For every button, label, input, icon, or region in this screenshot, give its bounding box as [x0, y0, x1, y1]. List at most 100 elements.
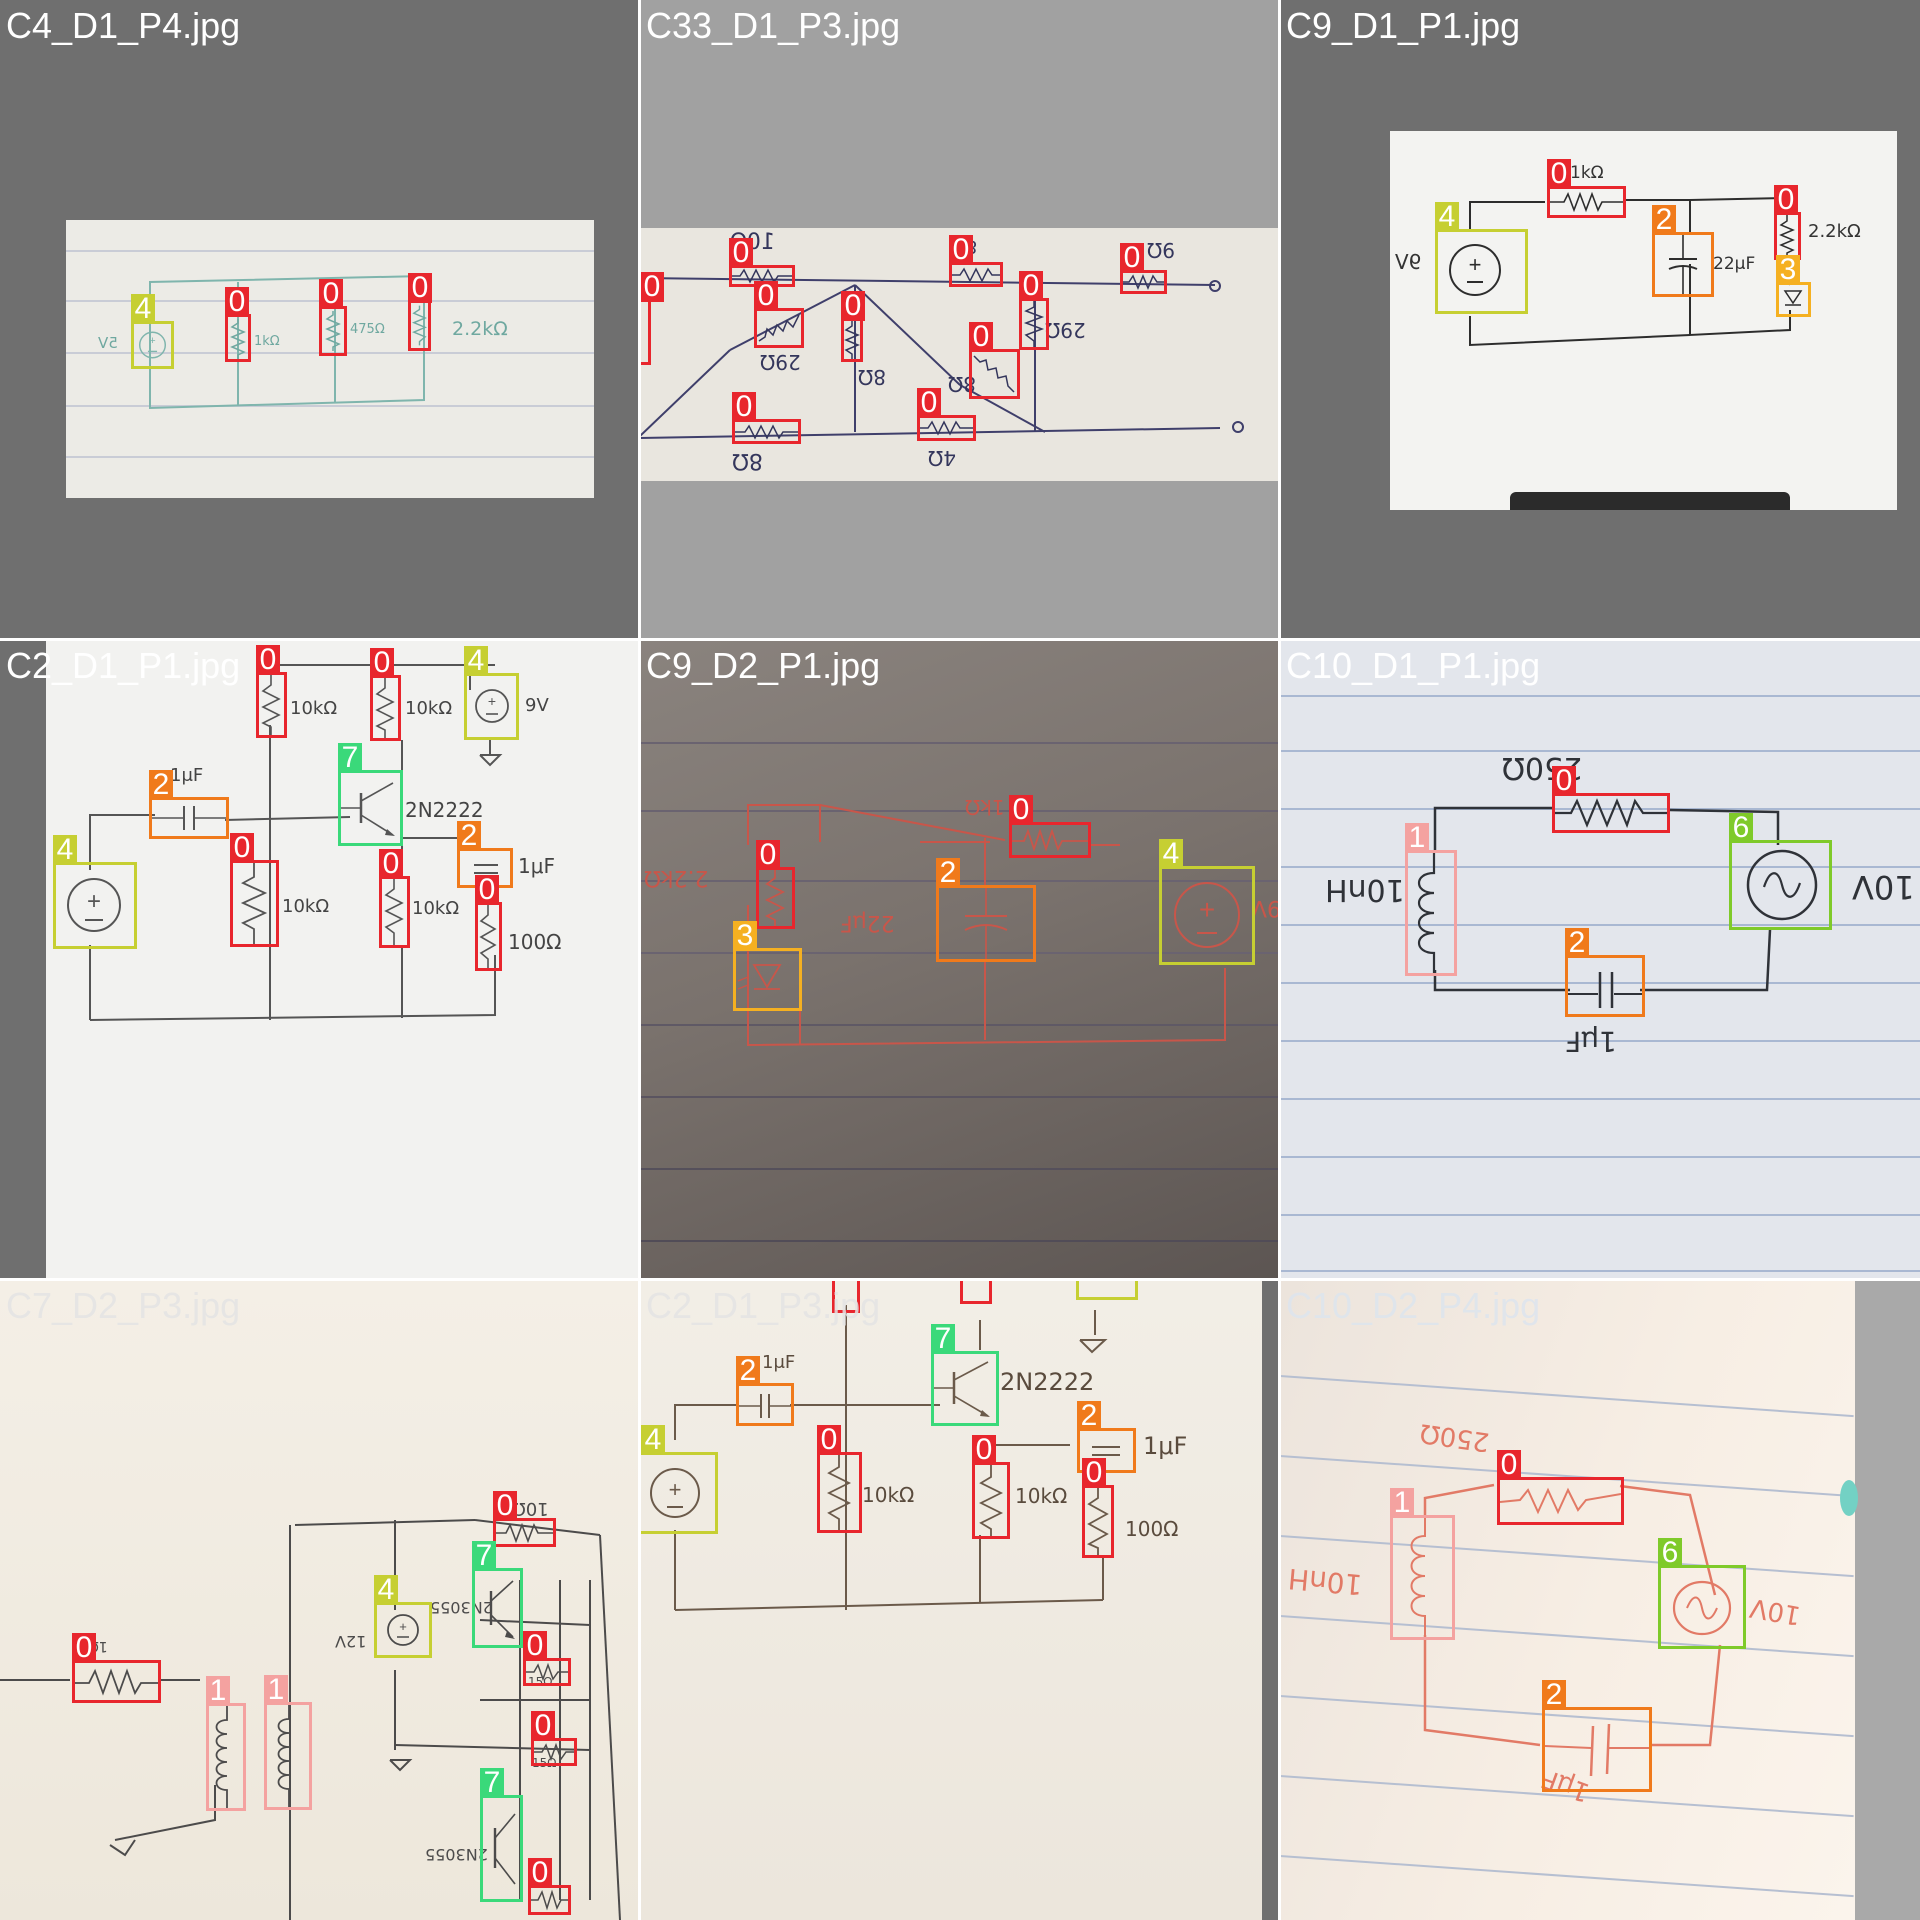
detection-class-label: 6: [1658, 1538, 1682, 1568]
detection-box: 1: [264, 1675, 312, 1810]
tile-filename: C10_D1_P1.jpg: [1286, 645, 1541, 686]
detection-class-label: 2: [1565, 928, 1589, 958]
handwritten-label: 10kΩ: [282, 896, 330, 917]
detection-class-label: 0: [1120, 243, 1144, 273]
handwritten-label: 100Ω: [1125, 1517, 1179, 1541]
circuit-wires: [640, 277, 1244, 439]
detection-box: 7: [480, 1768, 523, 1902]
circuit-wires: [674, 1305, 1108, 1611]
grid-divider: [0, 638, 1920, 641]
detection-class-label: 4: [53, 835, 77, 865]
svg-text:+: +: [399, 1619, 407, 1634]
circuit-wires: [1469, 196, 1791, 347]
handwritten-label: 10Ω: [512, 1498, 549, 1519]
detection-box: 4 +: [53, 835, 137, 949]
detection-box: 0: [960, 1280, 992, 1304]
tile-c4-d1-p4: C4_D1_P4.jpg 5V 1kΩ 475Ω 2.2kΩ 4 + 0 0 0: [0, 0, 640, 640]
detection-class-label: 0: [72, 1633, 96, 1663]
detection-class-label: 4: [464, 646, 488, 676]
tile-filename: C7_D2_P3.jpg: [6, 1285, 241, 1326]
detection-class-label: 1: [264, 1675, 288, 1705]
detection-class-label: 0: [475, 875, 499, 905]
handwritten-label: 29Ω: [760, 350, 801, 374]
detection-class-label: 1: [206, 1676, 230, 1706]
tile-filename: C2_D1_P1.jpg: [6, 645, 241, 686]
detection-box: 0: [754, 281, 804, 348]
detection-class-label: 0: [379, 849, 403, 879]
detection-class-label: 0: [523, 1631, 547, 1661]
detection-box: 2: [149, 770, 229, 839]
detection-box: 2: [736, 1356, 794, 1426]
detection-box: 4 +: [131, 294, 174, 369]
handwritten-label: 10kΩ: [412, 898, 460, 919]
detection-box: 2: [936, 858, 1036, 962]
detection-box: 0: [1009, 795, 1091, 858]
detection-box: 3: [733, 921, 802, 1011]
detection-class-label: 0: [1009, 795, 1033, 825]
tile-c2-d1-p3: C2_D1_P3.jpg 1μF 2N2222 1μF 10kΩ 10kΩ 10…: [640, 1280, 1280, 1920]
handwritten-label: 22μF: [840, 910, 895, 935]
grid-divider: [0, 1278, 1920, 1281]
handwritten-label: 5V: [98, 334, 118, 352]
detection-box: 0: [493, 1491, 556, 1547]
paper-sheet: [1280, 1280, 1855, 1920]
detection-class-label: 6: [1729, 813, 1753, 843]
handwritten-label: 1μF: [1143, 1432, 1188, 1460]
detection-box: 4: [1076, 1280, 1138, 1300]
handwritten-label: 29Ω: [1045, 318, 1086, 342]
detection-class-label: 2: [457, 821, 481, 851]
tile-c2-d1-p1: C2_D1_P1.jpg 10kΩ 10kΩ 9V 1μF 2N2222 1μF…: [0, 640, 640, 1280]
detection-box: 0: [370, 648, 401, 741]
handwritten-label: 2.2kΩ: [452, 318, 508, 340]
detection-class-label: 4: [131, 294, 155, 324]
paper-sheet: [640, 1280, 1262, 1920]
detection-class-label: 0: [531, 1711, 555, 1741]
detection-class-label: 0: [917, 388, 941, 418]
detection-class-label: 2: [1652, 205, 1676, 235]
detection-class-label: 0: [732, 392, 756, 422]
handwritten-label: 1μF: [1565, 1025, 1617, 1058]
circuit-wires: [0, 1519, 621, 1920]
detection-box: 0: [756, 840, 795, 929]
detection-box: 0: [841, 291, 865, 362]
tile-filename: C33_D1_P3.jpg: [646, 5, 901, 46]
detection-class-label: 2: [1077, 1401, 1101, 1431]
detection-box: 2: [1077, 1401, 1136, 1473]
handwritten-label: 12V: [335, 1632, 367, 1651]
detection-class-label: 0: [640, 272, 664, 302]
detection-box: 0: [1552, 766, 1670, 833]
detection-class-label: 3: [733, 921, 757, 951]
detection-box: 0: [72, 1633, 161, 1703]
grid-divider: [1278, 0, 1281, 1920]
detection-box: 7: [931, 1324, 999, 1426]
detection-box: 2: [1542, 1680, 1652, 1792]
detection-class-label: 0: [256, 645, 280, 675]
handwritten-label: 2N3055: [425, 1845, 488, 1864]
detection-class-label: 4: [374, 1575, 398, 1605]
detection-class-label: 0: [370, 648, 394, 678]
detection-box: 0: [319, 279, 347, 356]
detection-box: 0: [230, 833, 279, 947]
circuit-wires: [747, 804, 1226, 1047]
detection-class-label: 2: [736, 1356, 760, 1386]
handwritten-label: 2N2222: [1000, 1368, 1095, 1396]
detection-class-label: 3: [1776, 255, 1800, 285]
tile-filename: C9_D1_P1.jpg: [1286, 5, 1521, 46]
detection-class-label: 7: [472, 1541, 496, 1571]
tile-filename: C9_D2_P1.jpg: [646, 645, 881, 686]
detection-box: 4 +: [374, 1575, 432, 1658]
detection-box: 0: [379, 849, 410, 948]
detection-box: 4 +: [1159, 839, 1255, 965]
tile-c7-d2-p3: C7_D2_P3.jpg 10Ω 12V 2N3055 15Ω 15Ω 1Ω 2…: [0, 1280, 640, 1920]
detection-box: 0: [1547, 159, 1626, 218]
detection-class-label: 4: [1159, 839, 1183, 869]
detection-box: 0: [475, 875, 502, 971]
circuit-wires: [1433, 806, 1780, 992]
handwritten-label: 475Ω: [350, 322, 385, 337]
handwritten-label: 22μF: [1713, 254, 1756, 274]
detection-box: 1: [1405, 823, 1457, 976]
handwritten-label: 100Ω: [508, 930, 562, 954]
detection-box: 6: [1658, 1538, 1746, 1649]
detection-box: 0: [732, 392, 801, 444]
detection-box: 0: [1497, 1450, 1624, 1525]
